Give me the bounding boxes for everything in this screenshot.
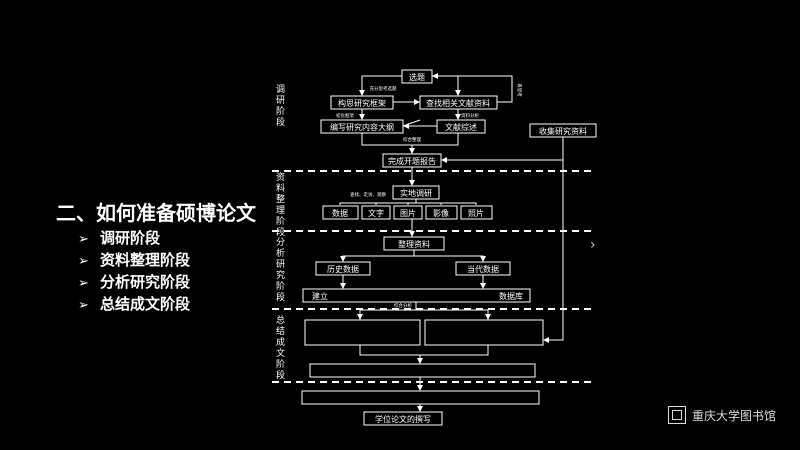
stage-labels: 调研阶段 资料整理阶段 分析研究阶段 总结成文阶段 xyxy=(276,84,285,381)
connector-arrow xyxy=(441,137,564,163)
section-heading: 二、如何准备硕博论文 xyxy=(56,201,256,225)
stage-list-item: ➢ 分析研究阶段 xyxy=(78,272,190,294)
connector-arrow xyxy=(416,309,491,320)
node-contemporary-label: 当代数据 xyxy=(467,264,499,274)
stage-list-item: ➢ 资料整理阶段 xyxy=(78,250,190,272)
stage-list: ➢ 调研阶段 ➢ 资料整理阶段 ➢ 分析研究阶段 ➢ 总结成文阶段 xyxy=(78,228,190,316)
edge-annotations: 充分思考选题 初化框架 资料分析 综合整理 查找、走访、观察 综合分析 再思考 xyxy=(336,83,522,309)
stage-label-organize: 资料整理阶段 xyxy=(276,172,285,238)
stage-label-writing: 总结成文阶段 xyxy=(276,314,285,381)
connector-line xyxy=(416,202,477,205)
connector-arrow xyxy=(359,75,402,96)
stage-list-label: 资料整理阶段 xyxy=(100,251,191,269)
connector-line xyxy=(339,199,417,205)
node-topic-label: 选题 xyxy=(409,72,425,82)
stage-label-survey: 调研阶段 xyxy=(276,84,285,128)
node-framework-label: 构思研究框架 xyxy=(338,98,386,108)
node-data-box xyxy=(322,205,359,220)
node-survey-label: 实地调研 xyxy=(400,188,432,198)
stage-list-item: ➢ 总结成文阶段 xyxy=(78,294,190,316)
connector-line xyxy=(402,119,421,127)
connector-line xyxy=(361,133,459,146)
analysis-box-right xyxy=(424,319,544,346)
connector-line xyxy=(359,345,489,356)
library-name: 重庆大学图书馆 xyxy=(692,408,777,423)
analysis-box-left xyxy=(304,319,421,346)
library-logo: 重庆大学图书馆 xyxy=(668,406,776,424)
node-build-label: 建立 xyxy=(312,291,328,301)
node-database-box xyxy=(302,288,531,303)
annotation-analyze: 资料分析 xyxy=(461,112,479,119)
node-video-box xyxy=(425,205,458,220)
node-proposal-label: 完成开题报告 xyxy=(388,156,436,166)
node-database-label: 数据库 xyxy=(499,291,523,301)
node-pictures-box xyxy=(393,205,423,220)
stage-list-label: 分析研究阶段 xyxy=(100,273,191,291)
stage-label-analysis: 分析研究阶段 xyxy=(276,237,285,303)
bullet-arrow-icon: ➢ xyxy=(78,232,89,247)
node-text-box xyxy=(361,205,391,220)
node-data-label: 数据 xyxy=(332,208,348,218)
node-text-label: 文字 xyxy=(368,208,384,218)
summary-box xyxy=(309,363,536,378)
stage-dividers xyxy=(272,170,596,383)
node-history-label: 历史数据 xyxy=(327,264,359,274)
connector-arrow xyxy=(432,73,513,103)
node-photos-label: 照片 xyxy=(468,208,484,218)
connector-arrow xyxy=(432,75,461,96)
connector-arrow xyxy=(357,302,417,320)
annotation-back-loop: 再思考 xyxy=(516,83,522,97)
stage-list-label: 总结成文阶段 xyxy=(100,295,191,313)
annotation-comprehensive: 综合分析 xyxy=(394,302,412,309)
bullet-arrow-icon: ➢ xyxy=(78,254,89,269)
stage-list-label: 调研阶段 xyxy=(100,229,161,247)
node-labels: 选题 构思研究框架 查找相关文献资料 编写研究内容大纲 文献综述 收集研究资料 … xyxy=(312,72,587,424)
connector-arrow xyxy=(543,160,564,343)
library-emblem-icon xyxy=(668,406,686,424)
bullet-arrow-icon: ➢ xyxy=(78,276,89,291)
annotation-initial-frame: 初化框架 xyxy=(336,112,354,119)
node-organize-label: 整理资料 xyxy=(398,239,430,249)
node-search-label: 查找相关文献资料 xyxy=(426,98,490,108)
connector-arrow xyxy=(414,255,486,262)
bullet-arrow-icon: ➢ xyxy=(78,298,89,313)
annotation-synthesize: 综合整理 xyxy=(403,136,421,143)
node-video-label: 影像 xyxy=(433,208,449,218)
stage-list-item: ➢ 调研阶段 xyxy=(78,228,190,250)
connector-line xyxy=(375,203,442,205)
node-outline-label: 编写研究内容大纲 xyxy=(330,122,394,132)
node-collect-label: 收集研究资料 xyxy=(539,126,587,136)
node-review-label: 文献综述 xyxy=(445,122,477,132)
node-pictures-label: 图片 xyxy=(400,208,416,218)
flow-connectors xyxy=(339,73,564,412)
node-photos-box xyxy=(460,205,493,220)
annotation-full-analysis: 充分思考选题 xyxy=(370,85,397,92)
connector-arrow xyxy=(340,250,415,262)
node-write-box xyxy=(363,411,443,426)
draft-box xyxy=(301,390,540,405)
chevron-right-icon[interactable]: › xyxy=(590,237,596,253)
node-write-label: 学位论文的撰写 xyxy=(375,414,431,424)
annotation-methods: 查找、走访、观察 xyxy=(350,191,386,198)
